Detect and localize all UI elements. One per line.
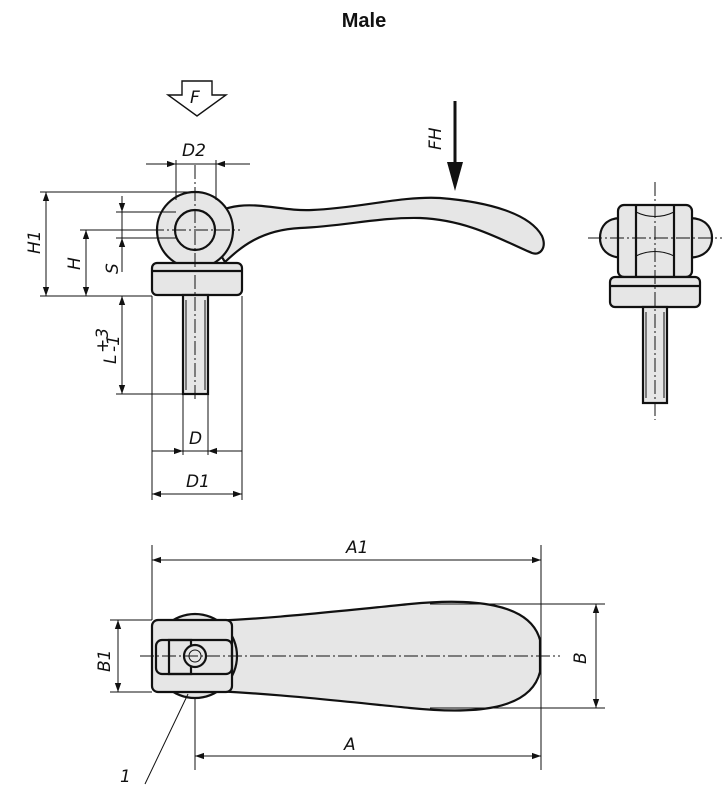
callout-1: 1 [120, 767, 131, 787]
dimension-a: A [343, 735, 356, 755]
front-view [588, 182, 722, 420]
dimension-h: H [65, 257, 85, 270]
dimension-l: L [101, 355, 121, 364]
callout-leader [144, 693, 189, 785]
force-label: F [190, 88, 200, 108]
side-view: F FH D2 H1 [25, 80, 545, 500]
lever-arm [198, 196, 545, 264]
dimension-h1: H1 [25, 230, 45, 254]
force-arrow [165, 80, 229, 117]
diagram-title: Male [341, 10, 387, 32]
dimension-d: D [189, 429, 202, 449]
dimension-a1: A1 [345, 538, 368, 558]
thrust-washer [150, 261, 244, 297]
hand-force-label: FH [426, 127, 446, 150]
dimension-b1: B1 [95, 650, 115, 672]
dimension-b: B [571, 652, 591, 664]
dimension-l-upper-tolerance: +3 [93, 328, 113, 353]
dimension-d1: D1 [186, 472, 210, 492]
hand-force-arrowhead [447, 162, 463, 191]
dimension-s: S [103, 263, 123, 274]
top-view: A1 B1 B A 1 [95, 538, 605, 787]
dimension-l-lower-tolerance: -1 [104, 335, 124, 352]
dimension-d2: D2 [182, 141, 206, 161]
